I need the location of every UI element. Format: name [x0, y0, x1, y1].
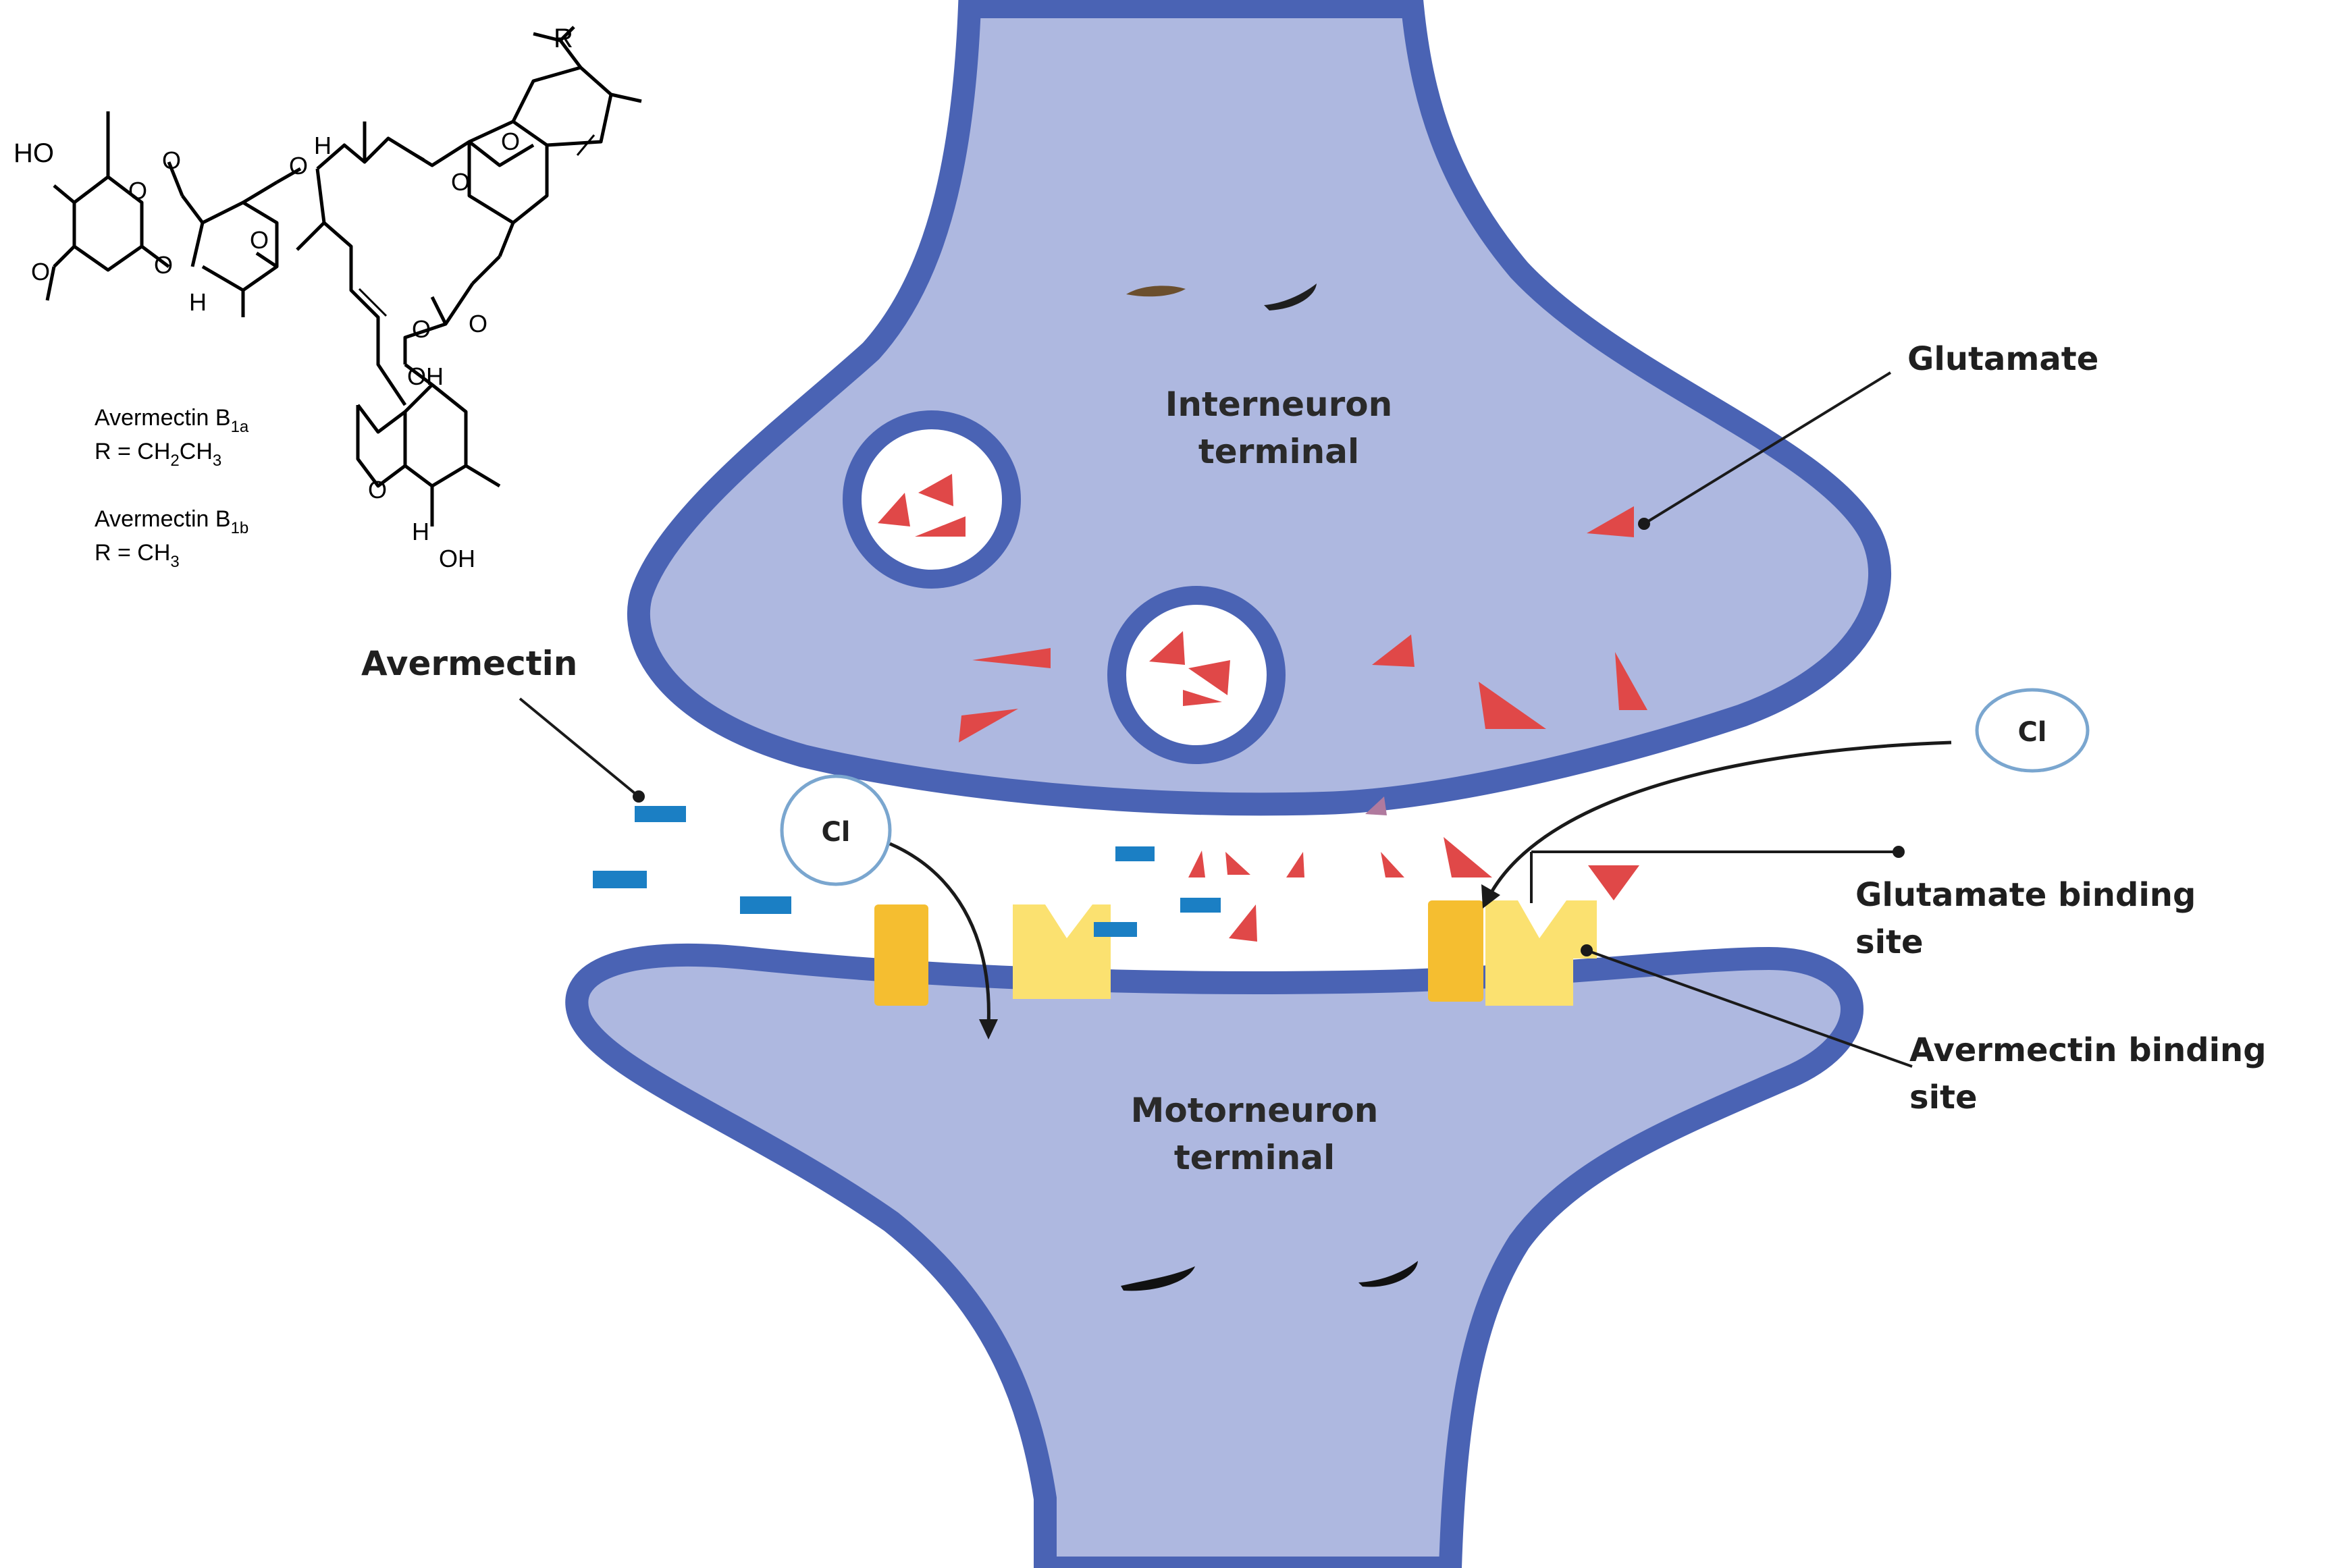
chloride-channel-right [1428, 900, 1483, 1002]
svg-text:H: H [314, 132, 332, 159]
svg-text:O: O [451, 168, 470, 196]
glutamate-site-label: Glutamate binding [1855, 876, 2196, 914]
cl-influx-arrow-left [889, 842, 990, 1027]
svg-text:H: H [189, 288, 207, 316]
glutamate-receptor-left [1013, 904, 1111, 999]
svg-text:O: O [31, 258, 50, 286]
cl-influx-arrow-right [1490, 740, 1952, 892]
avermectin-leader [519, 697, 640, 798]
leader-dot [1893, 846, 1905, 858]
svg-text:O: O [154, 251, 173, 279]
glutamate-site-label-line2: site [1855, 923, 1924, 961]
interneuron-label: Interneuron [1165, 385, 1392, 424]
interneuron-label-line2: terminal [1198, 432, 1359, 471]
svg-text:Avermectin B1a: Avermectin B1a [95, 405, 249, 436]
interneuron-terminal [627, 0, 1892, 816]
organelle-mark [1126, 286, 1186, 297]
chloride-channel-left [874, 904, 928, 1006]
chloride-ion-right: Cl [1975, 688, 2090, 773]
avermectin-structure-atoms: HO O O O O O H O H O O R O O OH O H OH [14, 24, 573, 572]
motorneuron-terminal [565, 943, 1864, 1568]
svg-text:O: O [469, 310, 487, 337]
glutamate-label: Glutamate [1907, 340, 2098, 378]
svg-text:HO: HO [14, 138, 54, 168]
synaptic-vesicle [843, 410, 1021, 589]
svg-text:O: O [162, 146, 181, 174]
leader-dot [1638, 518, 1650, 530]
svg-text:R = CH3: R = CH3 [95, 540, 180, 571]
motorneuron-label: Motorneuron [1131, 1091, 1379, 1130]
leader-dot [1581, 944, 1593, 956]
svg-text:O: O [289, 152, 308, 180]
motorneuron-label-line2: terminal [1174, 1138, 1335, 1177]
svg-text:R = CH2CH3: R = CH2CH3 [95, 439, 221, 470]
svg-text:Cl: Cl [821, 817, 850, 848]
svg-text:O: O [368, 476, 387, 504]
svg-text:Cl: Cl [2017, 717, 2046, 748]
avermectin-site-label: Avermectin binding [1909, 1031, 2267, 1069]
glutamate-receptor-right [1485, 900, 1597, 1006]
synaptic-vesicle [1107, 586, 1286, 764]
svg-text:Avermectin B1b: Avermectin B1b [95, 506, 248, 537]
arrow-head-icon [1481, 884, 1500, 909]
svg-text:O: O [501, 128, 520, 155]
svg-text:O: O [412, 315, 431, 343]
svg-text:O: O [250, 226, 269, 254]
svg-text:OH: OH [407, 362, 444, 390]
organelle-mark [1264, 283, 1317, 310]
avermectin-structure [45, 26, 642, 526]
avermectin-variant-legend: Avermectin B1a R = CH2CH3 Avermectin B1b… [95, 405, 249, 571]
svg-text:O: O [128, 177, 147, 205]
chloride-ion-left: Cl [780, 774, 892, 886]
glutamate-molecules-terminal [959, 506, 1647, 742]
avermectin-site-label-line2: site [1909, 1079, 1978, 1116]
avermectin-label: Avermectin [361, 644, 577, 683]
svg-text:OH: OH [439, 545, 475, 572]
svg-text:R: R [554, 24, 573, 53]
glutamate-molecules-cleft [1188, 796, 1639, 942]
avermectin-site-leader [1586, 949, 1913, 1068]
arrow-head-icon [979, 1019, 998, 1039]
glutamate-leader [1643, 371, 1892, 525]
leader-dot [633, 790, 645, 803]
organelle-mark [1358, 1261, 1418, 1287]
svg-text:H: H [412, 518, 429, 545]
organelle-mark [1121, 1266, 1195, 1291]
avermectin-molecules [593, 806, 1221, 937]
